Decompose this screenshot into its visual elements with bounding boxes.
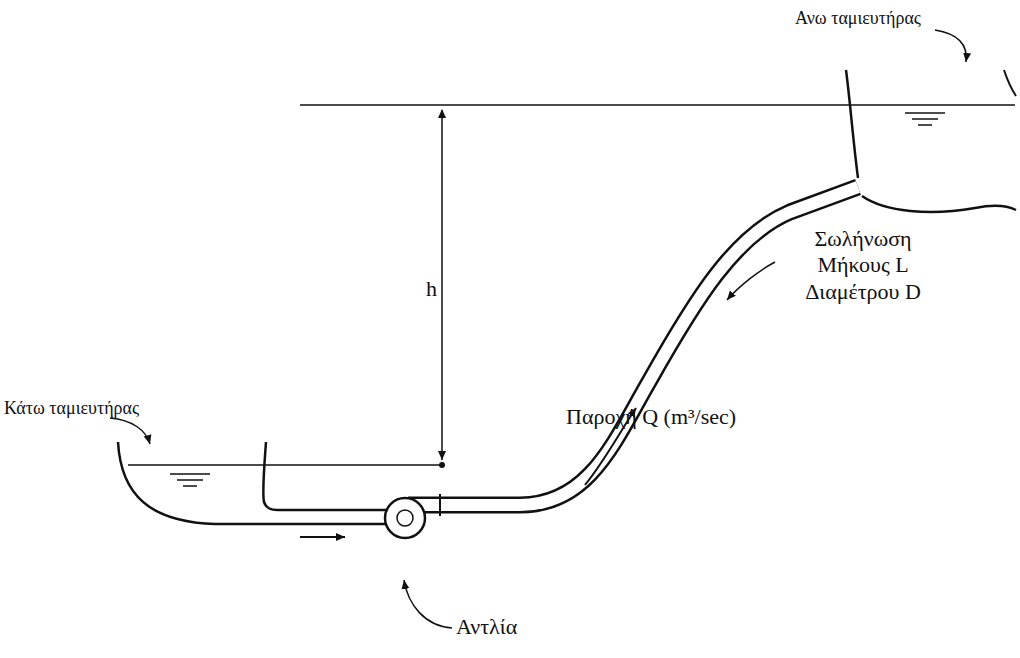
dimension-dot [439,462,445,468]
leader-arrow [404,580,452,628]
dimension-label: h [424,276,439,302]
pipe-label: Σωλήνωση Μήκους L Διαμέτρου D [778,226,948,305]
lower-reservoir-wall [118,442,393,524]
leader-arrow [935,30,966,62]
upper-water-level [300,104,1015,106]
pump-label: Αντλία [456,614,517,640]
pump-impeller [397,510,413,526]
height-dimension [441,110,443,460]
lower-reservoir-outlet [263,442,390,510]
lower-water-level [128,464,442,466]
water-surface-symbol [905,113,945,125]
upper-reservoir-rim [1004,70,1016,96]
reservoir-label: Ανω ταμιευτήρας [795,8,921,30]
water-surface-symbol [170,474,210,486]
upper-reservoir-wall [846,70,858,178]
pipe [408,187,858,505]
leader-arrow [727,262,775,300]
leader-arrow [110,418,150,444]
upper-reservoir-bottom [862,196,1016,212]
pump-symbol [385,498,425,538]
pipe-bore [408,187,858,505]
flow-label: Παροχή Q (m³/sec) [566,404,736,430]
reservoir-label: Κάτω ταμιευτήρας [4,398,139,420]
valve-mark [439,494,441,516]
flow-arrow [300,536,345,538]
